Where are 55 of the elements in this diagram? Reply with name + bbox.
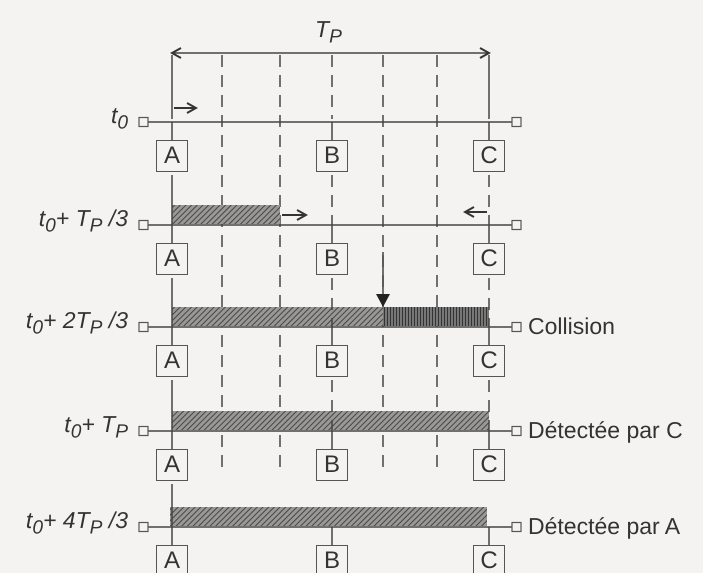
- collision-arrow: [376, 252, 390, 307]
- station-box: B: [316, 345, 348, 377]
- station-box: C: [473, 243, 505, 275]
- connector-line: [171, 175, 173, 225]
- time-label: t$_{0}$+ 4T$_{P}$ /3: [26, 507, 128, 541]
- connector-line: [488, 431, 490, 449]
- time-label: t$_{0}$: [110, 102, 128, 136]
- time-label: t$_{0}$+ T$_{P}$: [64, 411, 128, 445]
- station-box: B: [316, 243, 348, 275]
- duration-label: T$_{P}$: [315, 16, 342, 50]
- state-label: Collision: [528, 313, 615, 339]
- station-box: C: [473, 140, 505, 172]
- connector-line: [488, 327, 490, 345]
- connector-line: [171, 527, 173, 545]
- connector-line: [488, 175, 490, 225]
- bus-drawing: [138, 205, 522, 230]
- connector-line: [171, 431, 173, 449]
- connector-line: [331, 278, 333, 327]
- connector-line: [331, 225, 333, 243]
- station-box: A: [156, 345, 188, 377]
- bus-drawing: [138, 116, 522, 128]
- connector-line: [171, 122, 173, 140]
- station-box: C: [473, 449, 505, 481]
- station-box: A: [156, 449, 188, 481]
- connector-line: [171, 278, 173, 327]
- connector-line: [331, 380, 333, 431]
- station-box: B: [316, 449, 348, 481]
- station-box: A: [156, 140, 188, 172]
- station-box: A: [156, 545, 188, 573]
- connector-line: [488, 380, 490, 431]
- bus-drawing: [138, 307, 522, 332]
- station-box: B: [316, 545, 348, 573]
- connector-line: [331, 527, 333, 545]
- connector-line: [171, 380, 173, 431]
- state-label: Détectée par C: [528, 417, 683, 443]
- connector-line: [488, 225, 490, 243]
- connector-line: [331, 431, 333, 449]
- bus-drawing: [138, 411, 522, 436]
- connector-line: [488, 122, 490, 140]
- station-box: B: [316, 140, 348, 172]
- connector-line: [488, 527, 490, 545]
- station-box: A: [156, 243, 188, 275]
- connector-line: [331, 122, 333, 140]
- state-label: Détectée par A: [528, 513, 680, 539]
- connector-line: [171, 484, 173, 527]
- connector-line: [331, 175, 333, 225]
- bus-drawing: [138, 507, 522, 532]
- station-box: C: [473, 345, 505, 377]
- time-label: t$_{0}$+ 2T$_{P}$ /3: [26, 307, 128, 341]
- connector-line: [171, 225, 173, 243]
- connector-line: [331, 327, 333, 345]
- time-label: t$_{0}$+ T$_{P}$ /3: [38, 205, 128, 239]
- connector-line: [488, 278, 490, 327]
- connector-line: [171, 327, 173, 345]
- station-box: C: [473, 545, 505, 573]
